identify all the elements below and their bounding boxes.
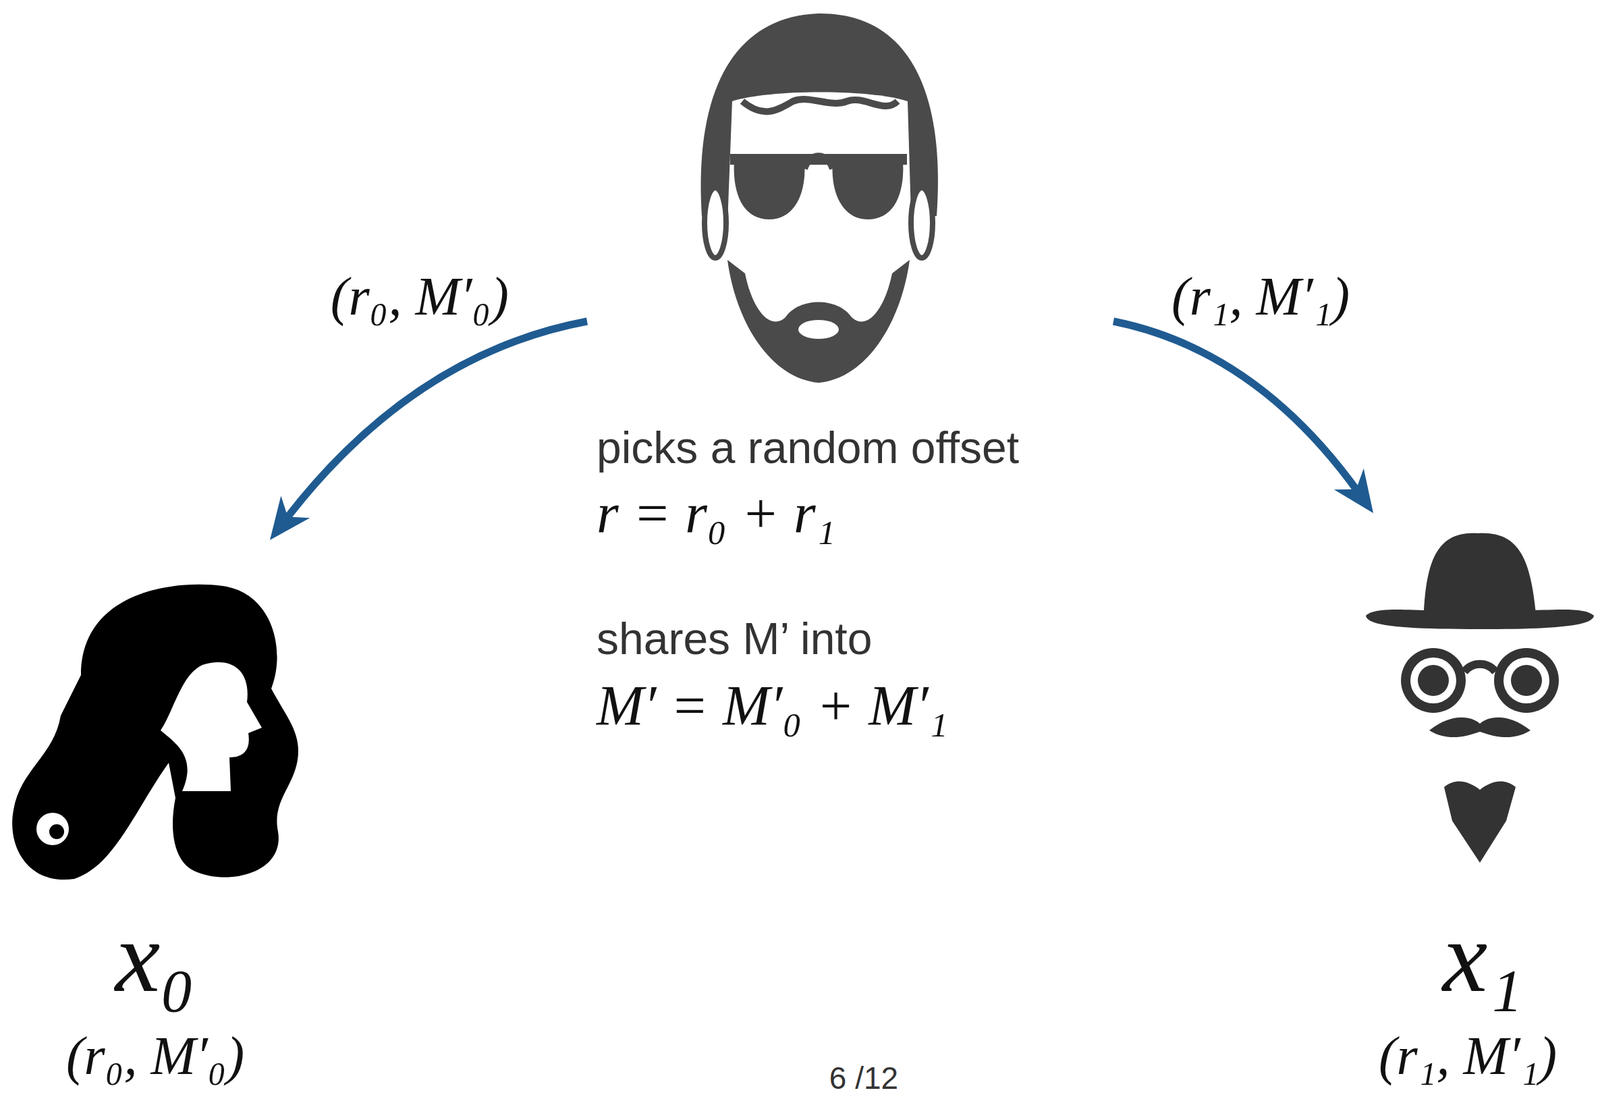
arrow-line <box>285 321 588 520</box>
dealer-mouth <box>798 319 839 339</box>
dealer-bridge <box>804 155 833 169</box>
edge-label: (r₀, M′₀) <box>326 266 513 326</box>
glasses <box>1410 657 1457 704</box>
party-share: (r₁, M′₁) <box>1378 1025 1557 1086</box>
goatee <box>1444 781 1516 863</box>
dealer-node: picks a random offset r = r₀ + r₁ shares M… <box>587 10 1114 753</box>
dealer-face <box>726 92 913 382</box>
glasses-bridge <box>1464 664 1496 672</box>
dealer-icon <box>701 13 939 383</box>
arrow-line <box>1113 321 1359 493</box>
woman-curl <box>36 812 69 845</box>
dealer-ear <box>911 187 933 258</box>
edge-label: (r₁, M′₁) <box>1167 266 1354 326</box>
glasses <box>1417 664 1449 696</box>
dealer-hairline <box>742 99 898 112</box>
formula: r = r₀ + r₁ <box>596 482 836 545</box>
woman-curl <box>49 823 65 839</box>
glasses <box>1510 664 1542 696</box>
arrowhead <box>269 495 310 540</box>
woman-hair <box>12 584 299 880</box>
arrowhead <box>1334 468 1374 513</box>
mustache <box>1429 717 1531 737</box>
dealer-lens <box>734 160 806 220</box>
page-number: 6 /12 <box>829 1060 899 1096</box>
woman-face <box>160 661 262 791</box>
party-node: x₀ (r₀, M′₀) <box>6 539 311 1097</box>
party-name: x₁ <box>1442 900 1524 1013</box>
step-text: shares M’ into <box>596 614 872 664</box>
party-share: (r₀, M′₀) <box>66 1025 245 1086</box>
hat-crown <box>1423 533 1536 613</box>
dealer-lens <box>832 160 904 220</box>
party-icon <box>12 584 299 880</box>
share-arrow <box>269 321 588 540</box>
glasses <box>1494 647 1559 713</box>
glasses <box>1503 657 1550 704</box>
formula: M′ = M′₀ + M′₁ <box>596 674 949 737</box>
party-name: x₀ <box>115 900 196 1013</box>
party-node: x₁ (r₁, M′₁) <box>1346 512 1594 1097</box>
dealer-beard <box>727 259 910 383</box>
party-icon <box>1365 533 1594 863</box>
glasses <box>1400 647 1466 713</box>
share-arrow <box>1113 321 1374 513</box>
step-text: picks a random offset <box>596 423 1019 473</box>
hat-brim <box>1365 609 1594 629</box>
dealer-ear <box>704 187 727 258</box>
